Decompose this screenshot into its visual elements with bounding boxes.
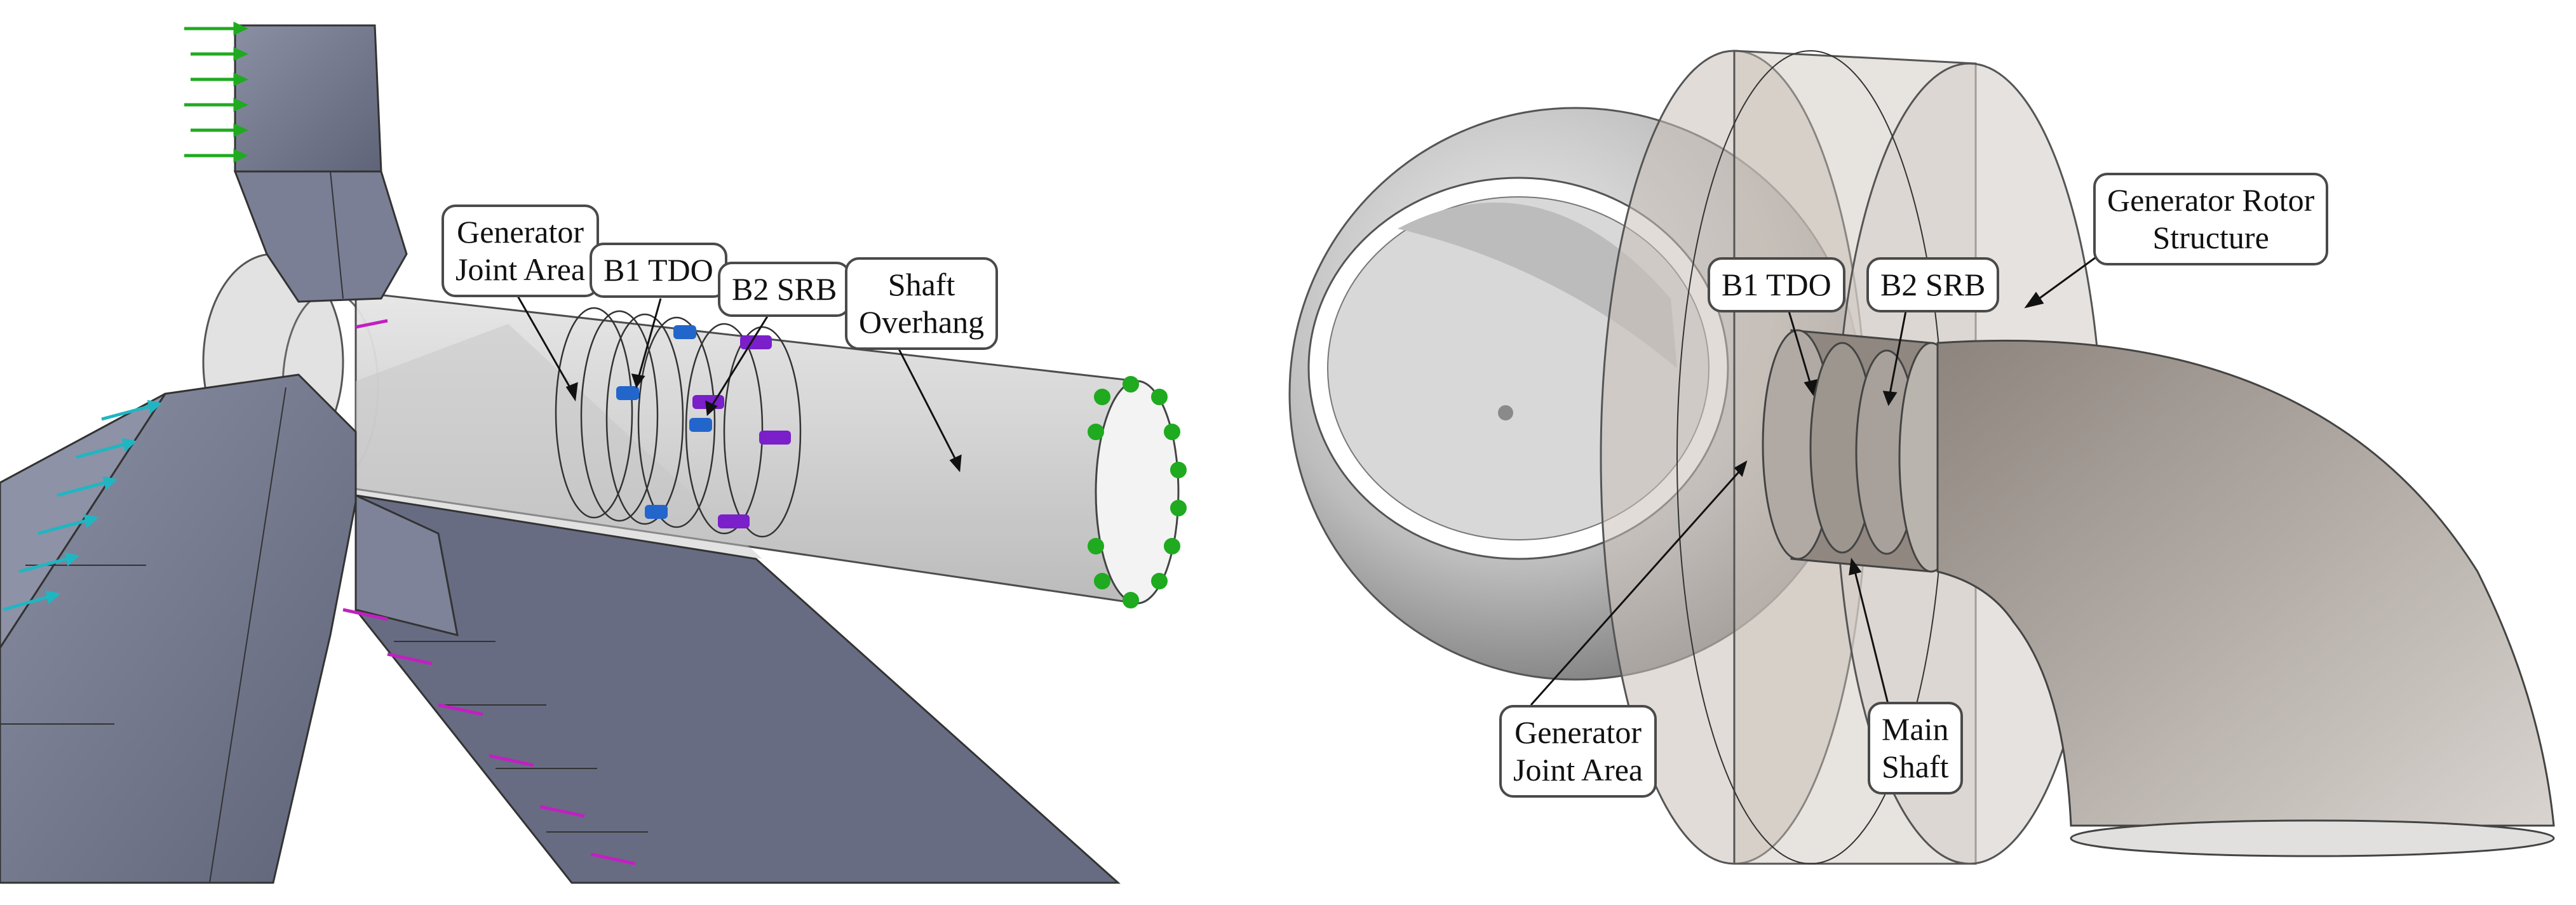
bent-pipe [1936,339,2555,857]
left-callout-shaft-overhang: Shaft Overhang [845,257,999,350]
right-blade [354,493,1121,884]
right-callout-b2-srb: B2 SRB [1866,257,2000,312]
green-load-arrows-top [184,22,248,163]
left-blade [0,373,357,884]
left-callout-generator-joint-area: Generator Joint Area [442,204,600,297]
right-callout-b1-tdo: B1 TDO [1708,257,1845,312]
right-callout-generator-rotor-structure: Generator Rotor Structure [2093,173,2329,265]
right-callout-generator-joint-area: Generator Joint Area [1499,705,1657,798]
right-leader-lines [1530,246,2110,712]
b2-bearing-markers [692,335,791,528]
top-blade [233,24,408,303]
shaft-overhang-body [354,291,1180,605]
left-fea-panel: Generator Joint Area B1 TDO B2 SRB Shaft… [0,0,1239,905]
green-end-constraints [1088,376,1187,608]
left-callout-b1-tdo: B1 TDO [590,243,727,298]
b1-bearing-markers [616,325,712,519]
magenta-load-arrows [342,319,636,866]
left-model-drawing [0,22,1187,884]
bearing-rings [555,307,802,538]
left-leader-lines [507,279,962,473]
right-model-drawing [1288,50,2555,865]
right-assembly-panel: Generator Rotor Structure B1 TDO B2 SRB … [1239,0,2576,905]
right-callout-main-shaft: Main Shaft [1868,702,1963,794]
cyan-load-arrows [3,399,163,612]
main-shaft [1762,329,1964,573]
left-callout-b2-srb: B2 SRB [718,262,851,317]
